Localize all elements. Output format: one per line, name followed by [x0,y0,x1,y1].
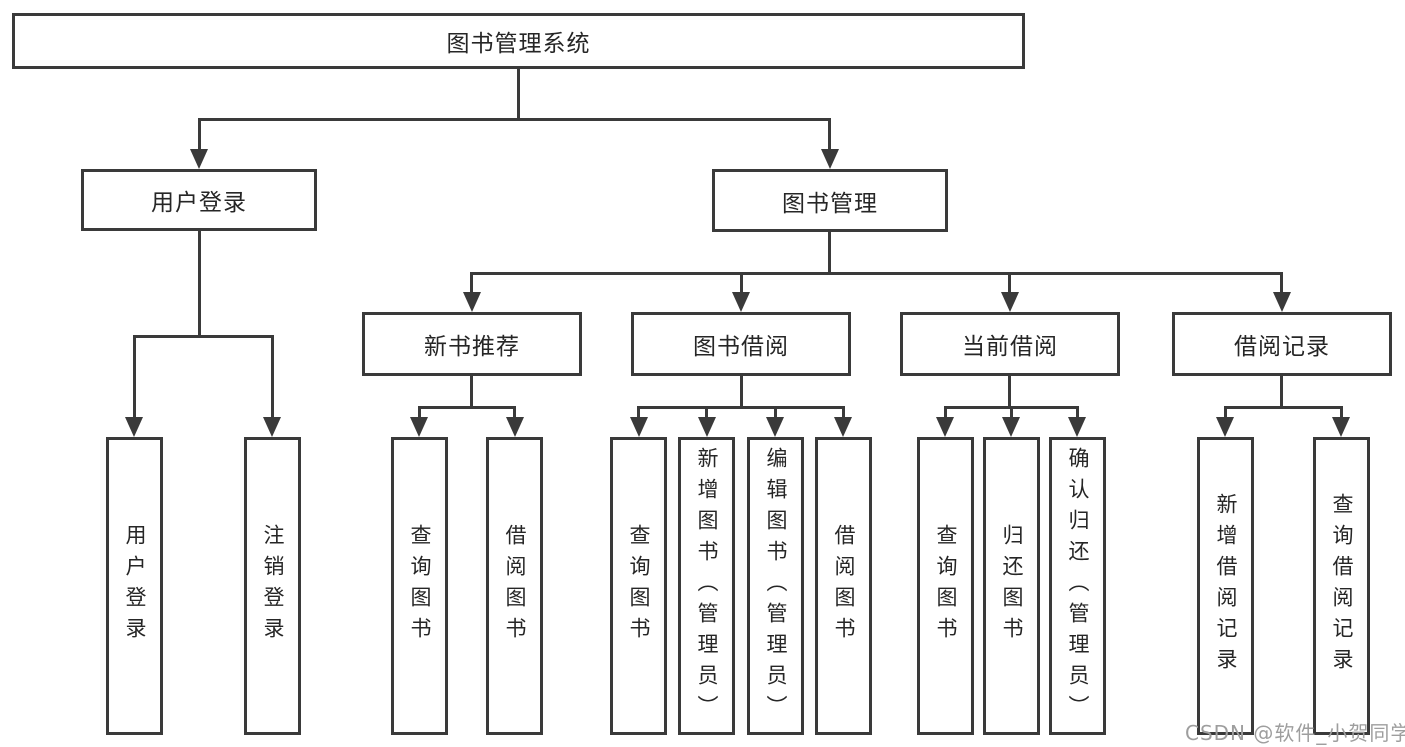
connector [1340,406,1343,419]
connector [1280,272,1283,294]
connector [705,406,708,419]
leaf-borrow-books: 借阅图书 [486,437,543,735]
arrow-down-icon [410,417,428,437]
arrow-down-icon [1273,292,1291,312]
leaf-return-books: 归还图书 [983,437,1040,735]
leaf-logout: 注销登录 [244,437,301,735]
arrow-down-icon [1001,292,1019,312]
node-label: 新增借阅记录 [1214,493,1238,679]
node-label: 当前借阅 [962,334,1058,360]
node-root-system: 图书管理系统 [12,13,1025,69]
arrow-down-icon [821,149,839,169]
connector [1008,272,1011,294]
node-label: 查询借阅记录 [1330,493,1354,679]
node-label: 图书管理系统 [446,31,591,57]
leaf-add-books-admin: 新增图书（管理员） [678,437,735,735]
node-label: 新书推荐 [424,334,520,360]
node-user-login: 用户登录 [81,169,317,231]
node-book-borrowing: 图书借阅 [631,312,851,376]
arrow-down-icon [1216,417,1234,437]
connector [198,118,201,152]
arrow-down-icon [1332,417,1350,437]
leaf-query-borrow-record: 查询借阅记录 [1313,437,1370,735]
node-book-management: 图书管理 [712,169,948,232]
arrow-down-icon [698,417,716,437]
leaf-edit-books-admin: 编辑图书（管理员） [747,437,804,735]
arrow-down-icon [1068,417,1086,437]
connector [1008,376,1011,408]
arrow-down-icon [936,417,954,437]
connector [828,231,831,274]
arrow-down-icon [506,417,524,437]
leaf-borrow-books: 借阅图书 [815,437,872,735]
connector [470,272,1283,275]
connector [637,406,845,409]
node-label: 查询图书 [408,524,432,648]
leaf-confirm-return-admin: 确认归还（管理员） [1049,437,1106,735]
arrow-down-icon [732,292,750,312]
arrow-down-icon [1002,417,1020,437]
connector [740,376,743,408]
node-label: 图书借阅 [693,334,789,360]
connector [133,335,136,419]
connector [1076,406,1079,419]
connector [198,230,201,337]
connector [418,406,421,419]
connector [470,272,473,294]
arrow-down-icon [263,417,281,437]
node-label: 新增图书（管理员） [695,446,719,726]
leaf-add-borrow-record: 新增借阅记录 [1197,437,1254,735]
connector [271,335,274,419]
connector [944,406,947,419]
node-label: 用户登录 [151,190,247,216]
node-label: 确认归还（管理员） [1066,446,1090,726]
node-label: 用户登录 [123,524,147,648]
node-label: 注销登录 [261,524,285,648]
arrow-down-icon [630,417,648,437]
node-label: 归还图书 [1000,524,1024,648]
node-label: 图书管理 [782,190,878,217]
arrow-down-icon [190,149,208,169]
connector [513,406,516,419]
connector [774,406,777,419]
node-label: 借阅图书 [832,524,856,648]
arrow-down-icon [463,292,481,312]
connector [198,118,831,121]
leaf-query-books: 查询图书 [917,437,974,735]
node-label: 编辑图书（管理员） [764,446,788,726]
node-label: 借阅记录 [1234,334,1330,360]
leaf-query-books: 查询图书 [610,437,667,735]
connector [1224,406,1227,419]
connector [418,406,516,409]
node-new-book-recommend: 新书推荐 [362,312,582,376]
arrow-down-icon [766,417,784,437]
node-label: 查询图书 [627,524,651,648]
node-current-borrowing: 当前借阅 [900,312,1120,376]
connector [637,406,640,419]
arrow-down-icon [125,417,143,437]
node-borrowing-records: 借阅记录 [1172,312,1392,376]
connector [133,335,274,338]
watermark: CSDN @软件_小贺同学 [1185,721,1405,745]
leaf-user-login: 用户登录 [106,437,163,735]
connector [842,406,845,419]
node-label: 借阅图书 [503,524,527,648]
connector [740,272,743,294]
connector [1224,406,1343,409]
node-label: 查询图书 [934,524,958,648]
connector [517,69,520,121]
connector [1010,406,1013,419]
leaf-query-books: 查询图书 [391,437,448,735]
connector [828,118,831,152]
connector [1280,376,1283,408]
arrow-down-icon [834,417,852,437]
connector [470,376,473,408]
